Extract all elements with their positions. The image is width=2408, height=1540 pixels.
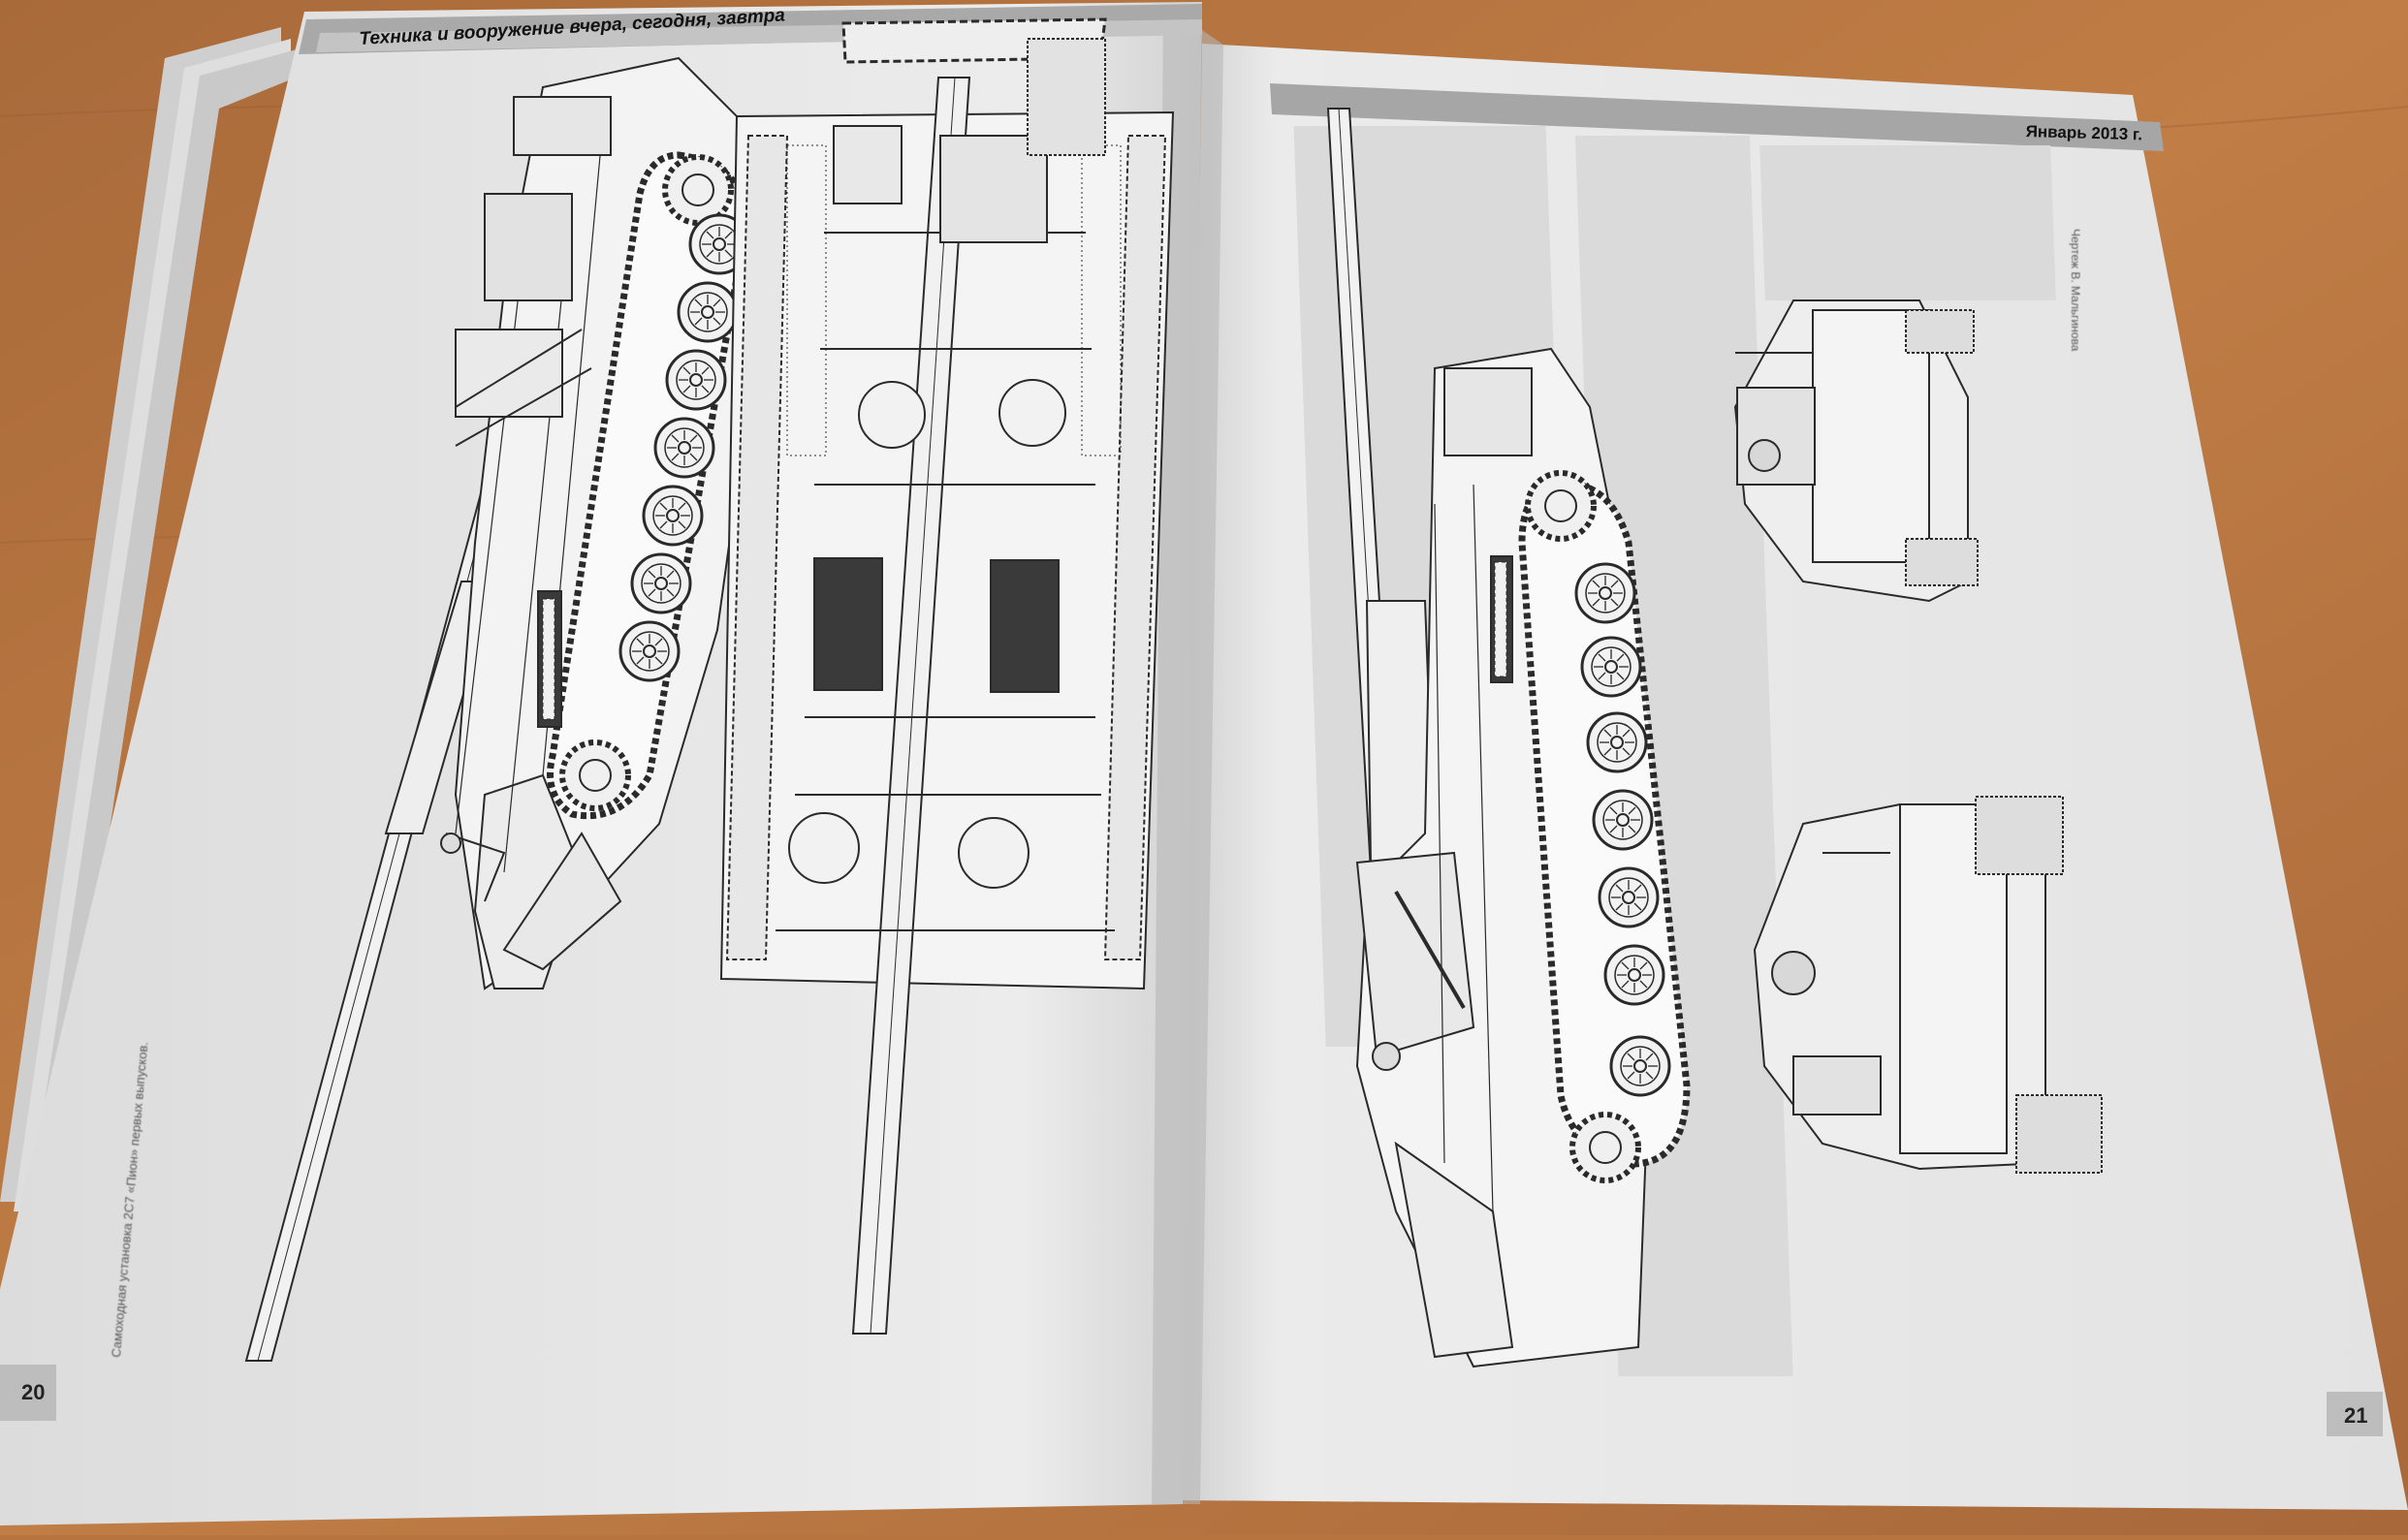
top-view-drawing (719, 17, 1175, 1335)
front-view-drawing (1733, 299, 1979, 603)
page-number-left: 20 (21, 1380, 46, 1404)
header-right: Январь 2013 г. (2025, 122, 2143, 144)
page-number-right: 21 (2344, 1403, 2368, 1428)
drawing-credit: Чертеж В. Мальгинова (2069, 229, 2082, 352)
rear-view-drawing (1753, 796, 2103, 1174)
